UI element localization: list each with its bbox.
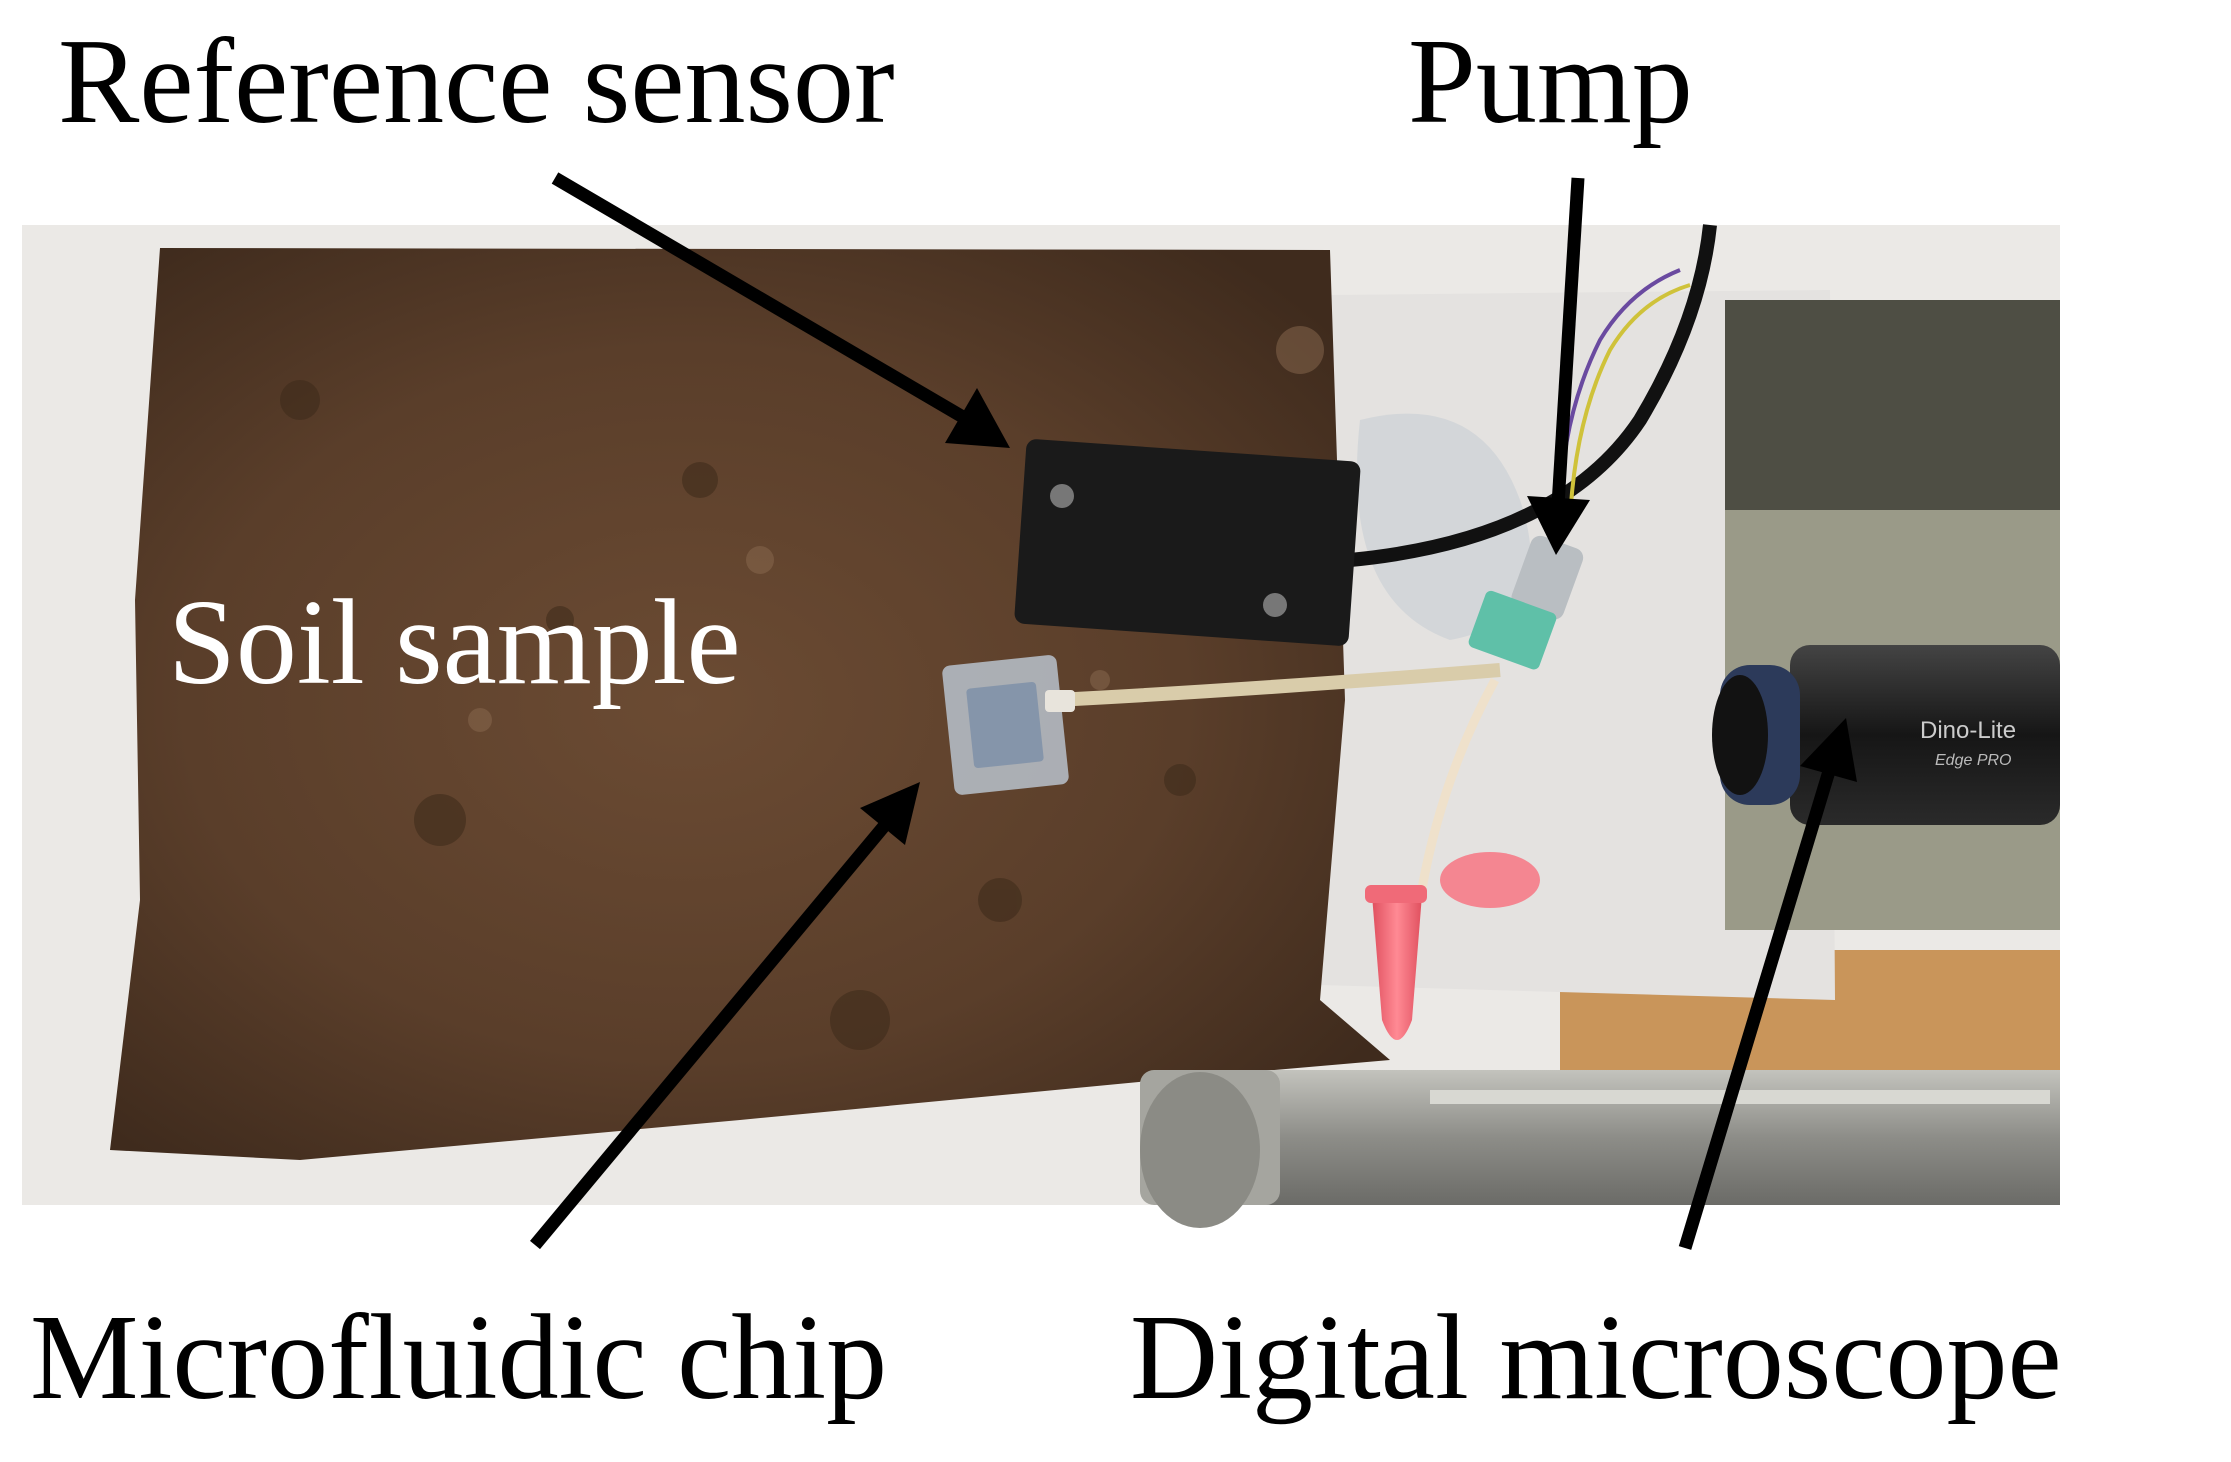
sensor-cable <box>1349 224 1717 567</box>
arrow-pump-head <box>1527 496 1590 555</box>
arrow-reference-sensor-head <box>945 388 1010 448</box>
digital-microscope-device: Dino-Lite Edge PRO <box>1712 645 2060 825</box>
soil-texture <box>280 380 1196 1050</box>
label-reference-sensor: Reference sensor <box>58 14 895 149</box>
reference-sensor-device <box>1014 439 1361 646</box>
paper-towel-stain <box>1356 413 1531 640</box>
tubing <box>1054 663 1501 707</box>
label-digital-microscope: Digital microscope <box>1130 1290 2062 1425</box>
photo: Dino-Lite Edge PRO <box>22 224 2060 1228</box>
metal-cylinder <box>1140 1070 2060 1228</box>
microscope-model-text: Edge PRO <box>1935 752 2011 769</box>
arrow-microfluidic-chip <box>530 820 890 1250</box>
soil-highlights <box>468 326 1324 732</box>
microscope-stand-upper <box>1725 300 2060 510</box>
arrow-digital-microscope <box>1678 766 1837 1250</box>
arrow-digital-microscope-head <box>1800 718 1857 782</box>
arrow-microfluidic-chip-head <box>860 782 920 845</box>
label-soil-sample: Soil sample <box>168 575 741 710</box>
arrows <box>530 172 1857 1250</box>
microscope-brand-text: Dino-Lite <box>1920 717 2016 744</box>
microfluidic-chip-device <box>942 655 1075 795</box>
collection-vial <box>1365 852 1540 1040</box>
pump-device <box>1468 535 1584 670</box>
arrow-reference-sensor <box>551 172 972 426</box>
label-microfluidic-chip: Microfluidic chip <box>30 1290 887 1425</box>
pump-wires-yellow <box>1568 283 1691 521</box>
arrow-pump <box>1551 177 1585 506</box>
tubing-to-vial <box>1415 677 1499 901</box>
label-pump: Pump <box>1408 14 1693 149</box>
